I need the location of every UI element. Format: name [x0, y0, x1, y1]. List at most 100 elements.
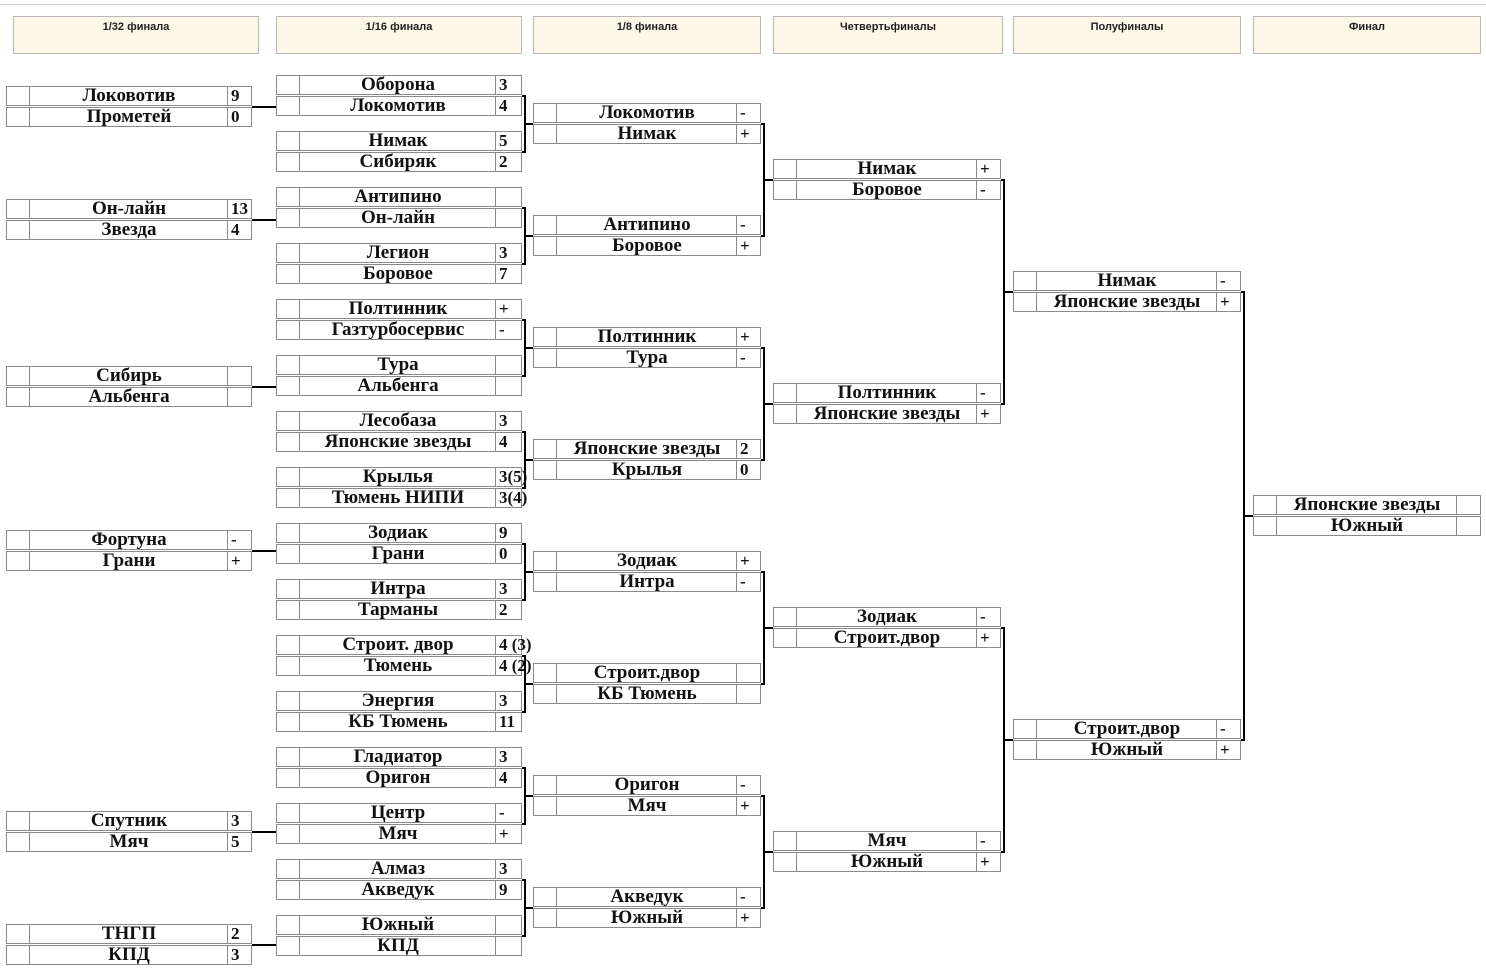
team-name: Нимак: [1097, 270, 1157, 291]
seed-cell: [1014, 293, 1037, 311]
seed-cell: [534, 909, 557, 927]
team-row: Локомотив-: [533, 103, 761, 123]
team-name: Нимак: [857, 158, 917, 179]
team-score: [495, 356, 521, 374]
team-row: Интра-: [533, 572, 761, 592]
seed-cell: [277, 825, 300, 843]
team-score: +: [736, 237, 760, 255]
team-score: -: [495, 321, 521, 339]
connector-qf-sf: [1003, 291, 1013, 293]
team-score: -: [736, 776, 760, 794]
team-name: КПД: [377, 935, 419, 956]
seed-cell: [7, 108, 30, 126]
seed-cell: [1014, 720, 1037, 738]
team-name: Нимак: [368, 130, 428, 151]
seed-cell: [7, 221, 30, 239]
team-score: +: [976, 160, 1000, 178]
team-name: Нимак: [617, 123, 677, 144]
connector-r16-r8: [522, 935, 525, 937]
connector-r16-r8: [522, 655, 525, 657]
team-score: +: [1216, 293, 1240, 311]
round-header-r16: 1/16 финала: [276, 16, 522, 54]
team-score: 3(5): [495, 468, 527, 486]
team-name: Зодиак: [617, 550, 677, 571]
team-name: Южный: [1330, 515, 1404, 536]
seed-cell: [277, 804, 300, 822]
team-score: -: [736, 349, 760, 367]
match-r16-5: Полтинник+Газтурбосервис-: [276, 299, 522, 340]
team-name: Антипино: [603, 214, 691, 235]
seed-cell: [534, 104, 557, 122]
team-row: Зодиак +: [533, 551, 761, 571]
connector-r16-r8: [524, 123, 533, 125]
team-row: Полтинник+: [533, 327, 761, 347]
team-score: +: [736, 552, 760, 570]
team-name: Мяч: [109, 831, 149, 852]
team-score: 9: [227, 87, 251, 105]
team-name: Крылья: [611, 459, 683, 480]
team-name: Локовотив: [82, 85, 176, 106]
team-name: КБ Тюмень: [348, 711, 448, 732]
team-name: Спутник: [90, 810, 168, 831]
team-name: Оригон: [365, 767, 431, 788]
team-row: Альбенга: [276, 376, 522, 396]
connector-r32-r16: [252, 106, 276, 108]
match-r32-4: Фортуна-Грани+: [6, 530, 252, 571]
connector-r16-r8: [522, 95, 525, 97]
team-name: Южный: [610, 907, 684, 928]
team-name: Тарманы: [357, 599, 439, 620]
team-row: Мяч-: [773, 831, 1001, 851]
team-name: Оборона: [360, 74, 436, 95]
team-name: Боровое: [363, 263, 433, 284]
team-row: Южный+: [533, 908, 761, 928]
team-row: КПД: [276, 936, 522, 956]
connector-r32-r16: [252, 944, 276, 946]
team-score: [1456, 496, 1480, 514]
team-name: Строит.двор: [593, 662, 701, 683]
team-score: 5: [227, 833, 251, 851]
team-name: Лесобаза: [359, 410, 437, 431]
team-row: Японские звезды+: [1013, 292, 1241, 312]
connector-r16-r8: [524, 683, 533, 685]
team-name: Алмаз: [370, 858, 426, 879]
team-name: Полтинник: [597, 326, 697, 347]
connector-qf-sf: [1001, 851, 1004, 853]
team-score: -: [736, 104, 760, 122]
team-row: Нимак+: [533, 124, 761, 144]
team-score: -: [736, 216, 760, 234]
team-name: Интра: [370, 578, 426, 599]
team-row: Зодиак-: [773, 607, 1001, 627]
seed-cell: [7, 552, 30, 570]
team-score: 3: [495, 580, 521, 598]
team-name: Легион: [366, 242, 430, 263]
connector-r8-qf: [761, 795, 764, 797]
seed-cell: [277, 580, 300, 598]
team-score: -: [976, 608, 1000, 626]
connector-r8-qf: [763, 403, 773, 405]
seed-cell: [7, 388, 30, 406]
team-row: Альбенга: [6, 387, 252, 407]
team-name: Тюмень НИПИ: [331, 487, 465, 508]
seed-cell: [1014, 741, 1037, 759]
connector-r8-qf: [763, 179, 773, 181]
connector-r32-r16: [252, 219, 276, 221]
team-score: [495, 377, 521, 395]
team-score: 11: [495, 713, 521, 731]
team-row: Интра 3: [276, 579, 522, 599]
team-name: Гладиатор: [353, 746, 443, 767]
team-name: Южный: [850, 851, 924, 872]
connector-r16-r8: [522, 431, 525, 433]
